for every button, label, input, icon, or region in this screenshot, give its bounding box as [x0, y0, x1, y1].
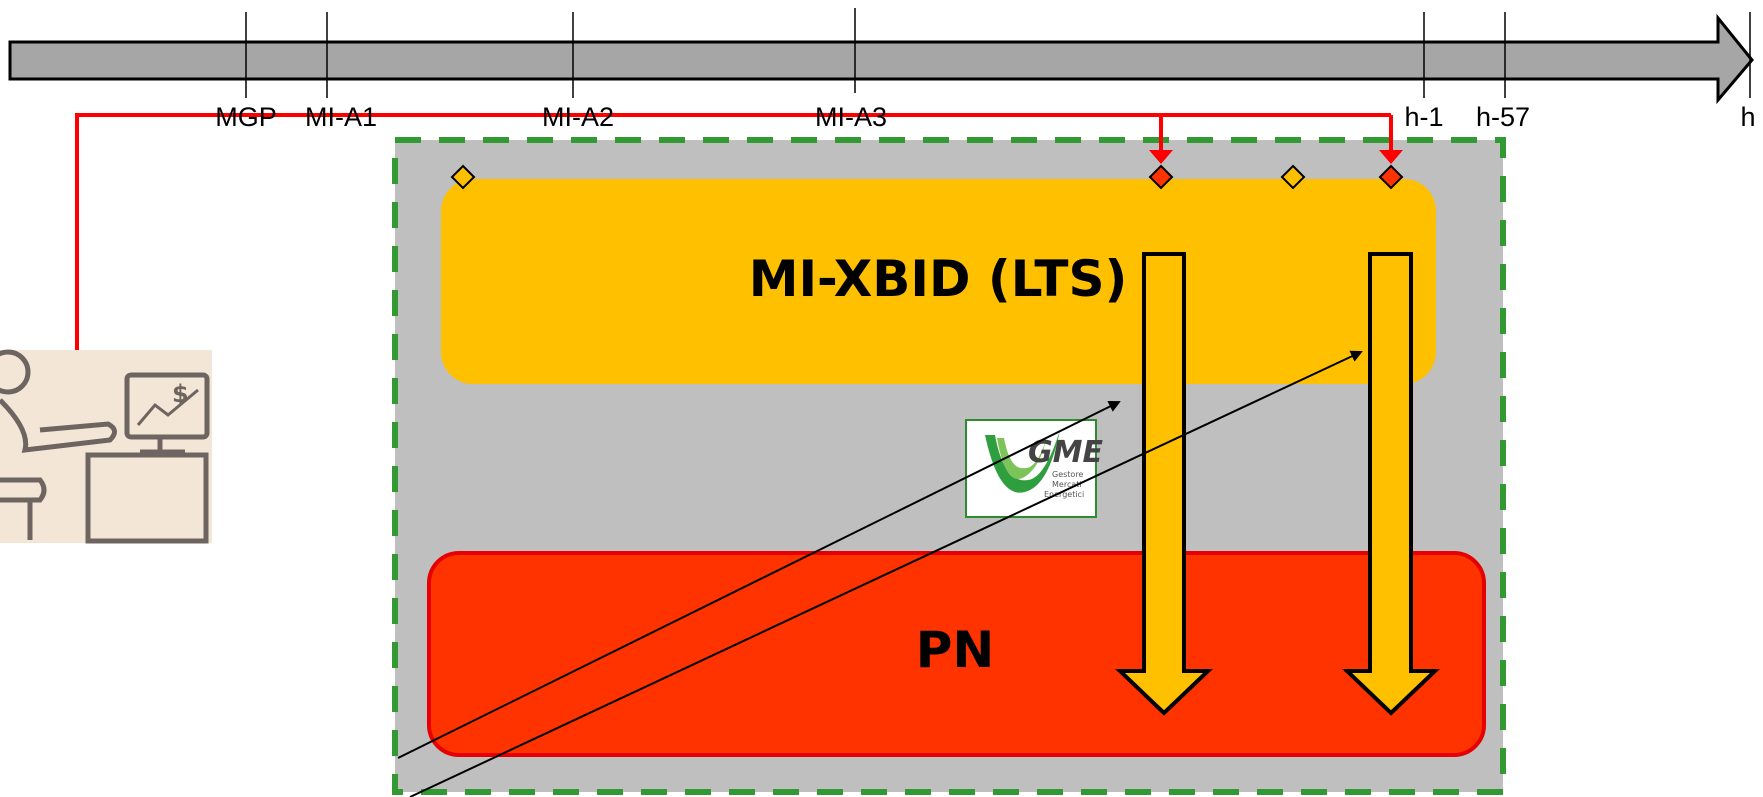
tick-label-mi-a3: MI-A3: [815, 102, 887, 132]
gme-logo-sub-1: Gestore: [1052, 470, 1083, 479]
tick-label-mgp: MGP: [215, 102, 277, 132]
pn-label: PN: [916, 621, 995, 679]
tick-label-h: h: [1740, 102, 1755, 132]
gme-logo: GME Gestore Mercati Energetici: [966, 420, 1103, 517]
tick-label-mi-a1: MI-A1: [305, 102, 377, 132]
timeline-arrow: [10, 18, 1752, 100]
tick-label-h-57: h-57: [1476, 102, 1530, 132]
tick-label-h-1: h-1: [1404, 102, 1443, 132]
tick-label-mi-a2: MI-A2: [542, 102, 614, 132]
timeline: [10, 8, 1752, 100]
dollar-icon: $: [172, 380, 189, 408]
trader-illustration: $: [0, 350, 212, 543]
xbid-label: MI-XBID (LTS): [749, 250, 1128, 308]
